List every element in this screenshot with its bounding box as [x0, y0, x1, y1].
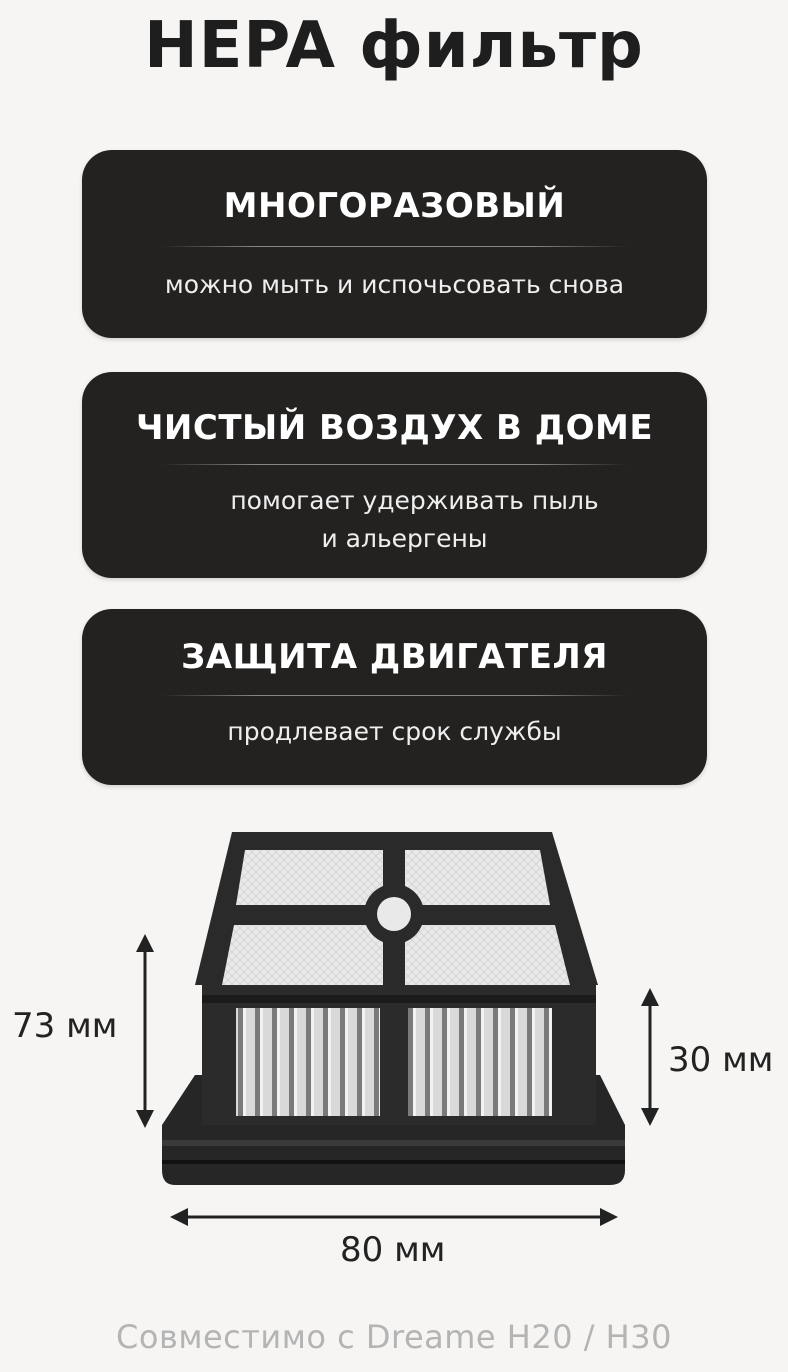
feature-card-text-line-1: помогает удерживать пыль — [230, 486, 599, 515]
divider — [162, 695, 627, 696]
feature-card-text: продлевает срок службы — [227, 717, 562, 746]
dimension-arrow-height-body — [641, 988, 659, 1126]
feature-card-heading: ЧИСТЫЙ ВОЗДУХ В ДОМЕ — [135, 408, 654, 448]
dimension-label-width: 80 мм — [340, 1230, 446, 1270]
dimension-arrow-height-total — [136, 934, 154, 1128]
divider — [162, 464, 627, 465]
dimension-arrow-width — [170, 1208, 618, 1226]
divider — [162, 246, 627, 247]
feature-card-reusable: МНОГОРАЗОВЫЙ можно мыть и испочьсовать с… — [82, 150, 707, 338]
feature-card-text: можно мыть и испочьсовать снова — [164, 270, 625, 299]
feature-card-heading: ЗАЩИТА ДВИГАТЕЛЯ — [181, 637, 608, 677]
feature-card-clean-air: ЧИСТЫЙ ВОЗДУХ В ДОМЕ помогает удерживать… — [82, 372, 707, 578]
feature-card-text-line-2: и альергены — [321, 524, 488, 553]
feature-card-motor-protection: ЗАЩИТА ДВИГАТЕЛЯ продлевает срок службы — [82, 609, 707, 785]
dimension-label-height-body: 30 мм — [668, 1040, 774, 1080]
page-title: HEPA фильтр — [144, 9, 644, 83]
dimension-label-height-total: 73 мм — [12, 1006, 118, 1046]
feature-card-heading: МНОГОРАЗОВЫЙ — [223, 186, 566, 226]
compatibility-note: Совместимо с Dreame H20 / H30 — [116, 1318, 672, 1356]
